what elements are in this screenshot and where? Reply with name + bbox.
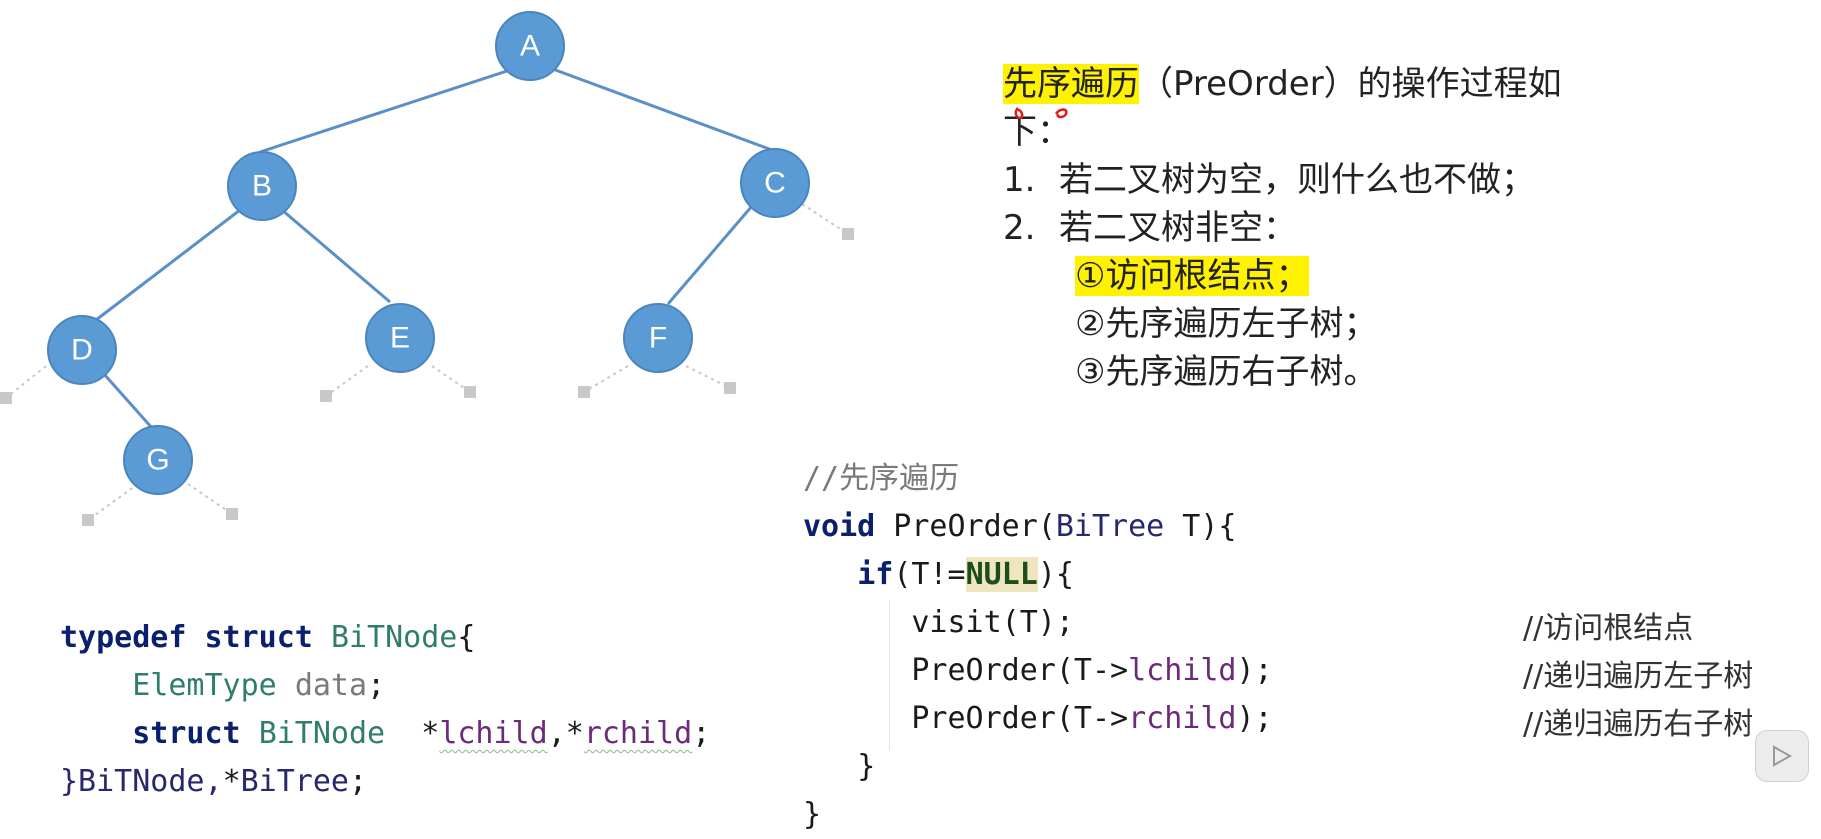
edge-a-c bbox=[549, 66, 773, 152]
binary-tree-diagram: A B C D E F G bbox=[0, 11, 854, 526]
code-comment: //先序遍历 bbox=[803, 461, 960, 496]
tree-node-c: C bbox=[740, 148, 810, 218]
tree-node-f: F bbox=[623, 303, 693, 373]
edge-d-g bbox=[102, 373, 154, 429]
tree-node-e: E bbox=[365, 303, 435, 373]
struct-line-3: struct BiTNode *lchild,*rchild; bbox=[132, 716, 711, 751]
desc-sub-2: ②先序遍历左子树； bbox=[1075, 304, 1378, 344]
null-links bbox=[0, 203, 854, 526]
svg-text:A: A bbox=[520, 30, 540, 63]
comment-left: //递归遍历左子树 bbox=[1523, 659, 1754, 694]
code-close-outer: } bbox=[803, 797, 822, 832]
desc-title: 先序遍历（PreOrder）的操作过程如 bbox=[1003, 60, 1562, 108]
preorder-function-code: //先序遍历 void PreOrder(BiTree T){ if(T!=NUL… bbox=[803, 455, 1273, 839]
svg-text:F: F bbox=[649, 322, 667, 355]
edge-a-b bbox=[259, 68, 511, 154]
pen-annotation bbox=[1014, 107, 1068, 120]
code-signature: void PreOrder(BiTree T){ bbox=[803, 509, 1237, 544]
desc-sub-1: ①访问根结点； bbox=[1075, 256, 1310, 296]
desc-step-1: 1.若二叉树为空，则什么也不做； bbox=[1003, 160, 1535, 200]
play-button[interactable] bbox=[1755, 730, 1809, 782]
struct-line-1: typedef struct BiTNode{ bbox=[60, 620, 476, 655]
code-visit: visit(T); bbox=[911, 605, 1074, 640]
indent-guide bbox=[889, 600, 890, 750]
svg-text:B: B bbox=[252, 170, 272, 203]
desc-title-cont: 下： bbox=[1003, 112, 1071, 152]
struct-line-4: }BiTNode,*BiTree; bbox=[60, 764, 368, 799]
desc-step-2: 2.若二叉树非空： bbox=[1003, 208, 1297, 248]
tree-node-b: B bbox=[227, 151, 297, 221]
code-preorder-left: PreOrder(T->lchild); bbox=[911, 653, 1273, 688]
code-if: if(T!=NULL){ bbox=[857, 557, 1074, 592]
title-rest: （PreOrder）的操作过程如 bbox=[1139, 64, 1562, 104]
comment-visit: //访问根结点 bbox=[1523, 611, 1694, 646]
tree-node-g: G bbox=[123, 425, 193, 495]
svg-text:G: G bbox=[146, 444, 169, 477]
desc-sub-3: ③先序遍历右子树。 bbox=[1075, 352, 1378, 392]
struct-line-2: ElemType data; bbox=[132, 668, 386, 703]
code-preorder-right: PreOrder(T->rchild); bbox=[911, 701, 1273, 736]
code-close-inner: } bbox=[857, 749, 876, 784]
tree-edges bbox=[95, 66, 773, 429]
svg-text:D: D bbox=[71, 334, 93, 367]
edge-b-d bbox=[95, 208, 241, 322]
play-icon bbox=[1773, 745, 1793, 767]
tree-node-a: A bbox=[495, 11, 565, 81]
struct-definition-code: typedef struct BiTNode{ ElemType data; s… bbox=[60, 614, 710, 806]
svg-text:C: C bbox=[764, 167, 786, 200]
tree-node-d: D bbox=[47, 315, 117, 385]
edge-b-e bbox=[281, 208, 391, 304]
comment-right: //递归遍历右子树 bbox=[1523, 707, 1754, 742]
title-highlight: 先序遍历 bbox=[1003, 64, 1139, 104]
edge-c-f bbox=[666, 205, 754, 305]
preorder-description: 先序遍历（PreOrder）的操作过程如 下： 1.若二叉树为空，则什么也不做；… bbox=[1003, 60, 1562, 396]
svg-text:E: E bbox=[390, 322, 410, 355]
